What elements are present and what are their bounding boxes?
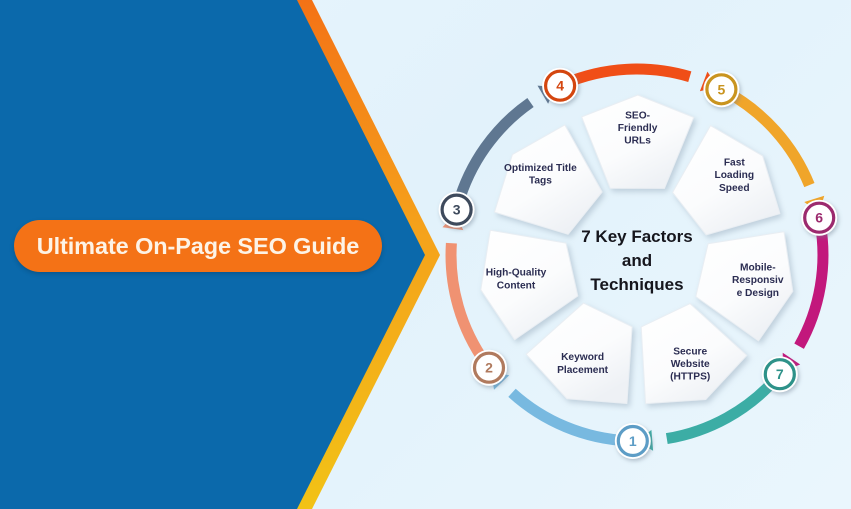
svg-text:Friendly: Friendly — [618, 123, 658, 134]
center-label: 7 Key Factors and Techniques — [581, 227, 693, 294]
cycle-card-7[interactable] — [640, 303, 748, 405]
svg-text:Mobile-: Mobile- — [740, 263, 776, 274]
svg-text:Secure: Secure — [673, 346, 707, 357]
cycle-card-4[interactable] — [581, 94, 695, 189]
cycle-card-3[interactable] — [494, 124, 603, 235]
cycle-badge-number-5: 5 — [718, 81, 726, 97]
svg-text:Content: Content — [497, 280, 536, 291]
svg-text:Optimized Title: Optimized Title — [504, 163, 577, 174]
svg-text:Loading: Loading — [714, 170, 754, 181]
cycle-arrow-6 — [794, 221, 829, 349]
svg-text:Responsiv: Responsiv — [732, 275, 784, 286]
cycle-badge-3[interactable]: 3 — [438, 191, 475, 228]
cycle-arrow-3 — [452, 97, 534, 207]
cycle-card-6[interactable] — [695, 231, 794, 342]
center-line-1: 7 Key Factors — [581, 227, 693, 246]
cycle-badge-6[interactable]: 6 — [801, 199, 838, 236]
cycle-card-5[interactable] — [672, 125, 781, 236]
cycle-badge-number-1: 1 — [629, 433, 637, 449]
cycle-badge-4[interactable]: 4 — [542, 67, 579, 104]
cycle-arrow-2 — [445, 242, 491, 368]
cycle-card-1[interactable] — [525, 302, 633, 404]
center-line-2: and — [622, 251, 652, 270]
svg-text:e Design: e Design — [737, 288, 779, 299]
cycle-arrow-5 — [723, 86, 815, 188]
svg-text:(HTTPS): (HTTPS) — [670, 372, 710, 383]
cycle-badges-layer: 1 2 3 4 5 6 7 — [438, 67, 838, 459]
svg-text:Placement: Placement — [557, 365, 609, 376]
svg-text:Speed: Speed — [719, 183, 750, 194]
center-line-3: Techniques — [590, 275, 683, 294]
cycle-badge-number-4: 4 — [556, 78, 564, 94]
cycle-badge-number-2: 2 — [485, 360, 493, 376]
svg-text:High-Quality: High-Quality — [486, 268, 547, 279]
svg-text:Keyword: Keyword — [561, 352, 604, 363]
svg-text:Tags: Tags — [529, 176, 552, 187]
cycle-badge-5[interactable]: 5 — [703, 71, 740, 108]
svg-text:URLs: URLs — [624, 136, 651, 147]
svg-text:Fast: Fast — [724, 158, 746, 169]
cycle-badge-number-6: 6 — [815, 210, 823, 226]
page-title: Ultimate On-Page SEO Guide — [36, 232, 360, 259]
cycle-badge-number-3: 3 — [453, 202, 461, 218]
cycle-card-label-6: Mobile-Responsiv e Design — [732, 263, 784, 299]
cycle-arrow-4 — [562, 63, 692, 89]
page-title-pill: Ultimate On-Page SEO Guide — [14, 220, 382, 272]
cycle-card-2[interactable] — [480, 229, 579, 341]
cycle-badge-1[interactable]: 1 — [614, 423, 651, 459]
cycle-badge-7[interactable]: 7 — [761, 356, 798, 393]
svg-text:SEO-: SEO- — [625, 110, 650, 121]
svg-text:Website: Website — [671, 359, 710, 370]
cycle-badge-number-7: 7 — [776, 366, 784, 382]
cycle-arrow-7 — [665, 374, 781, 445]
cycle-arrow-1 — [508, 388, 629, 447]
cycle-badge-2[interactable]: 2 — [471, 349, 507, 386]
